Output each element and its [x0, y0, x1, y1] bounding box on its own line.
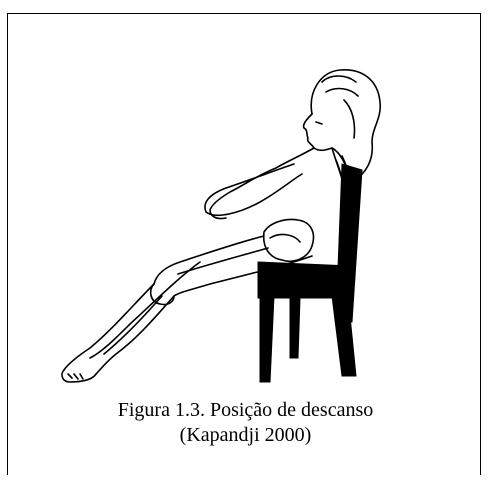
figure-caption-title: Figura 1.3. Posição de descanso	[0, 398, 491, 422]
figure-caption-source: (Kapandji 2000)	[0, 423, 491, 447]
person-seated-reclined-on-chair-icon	[50, 52, 390, 392]
